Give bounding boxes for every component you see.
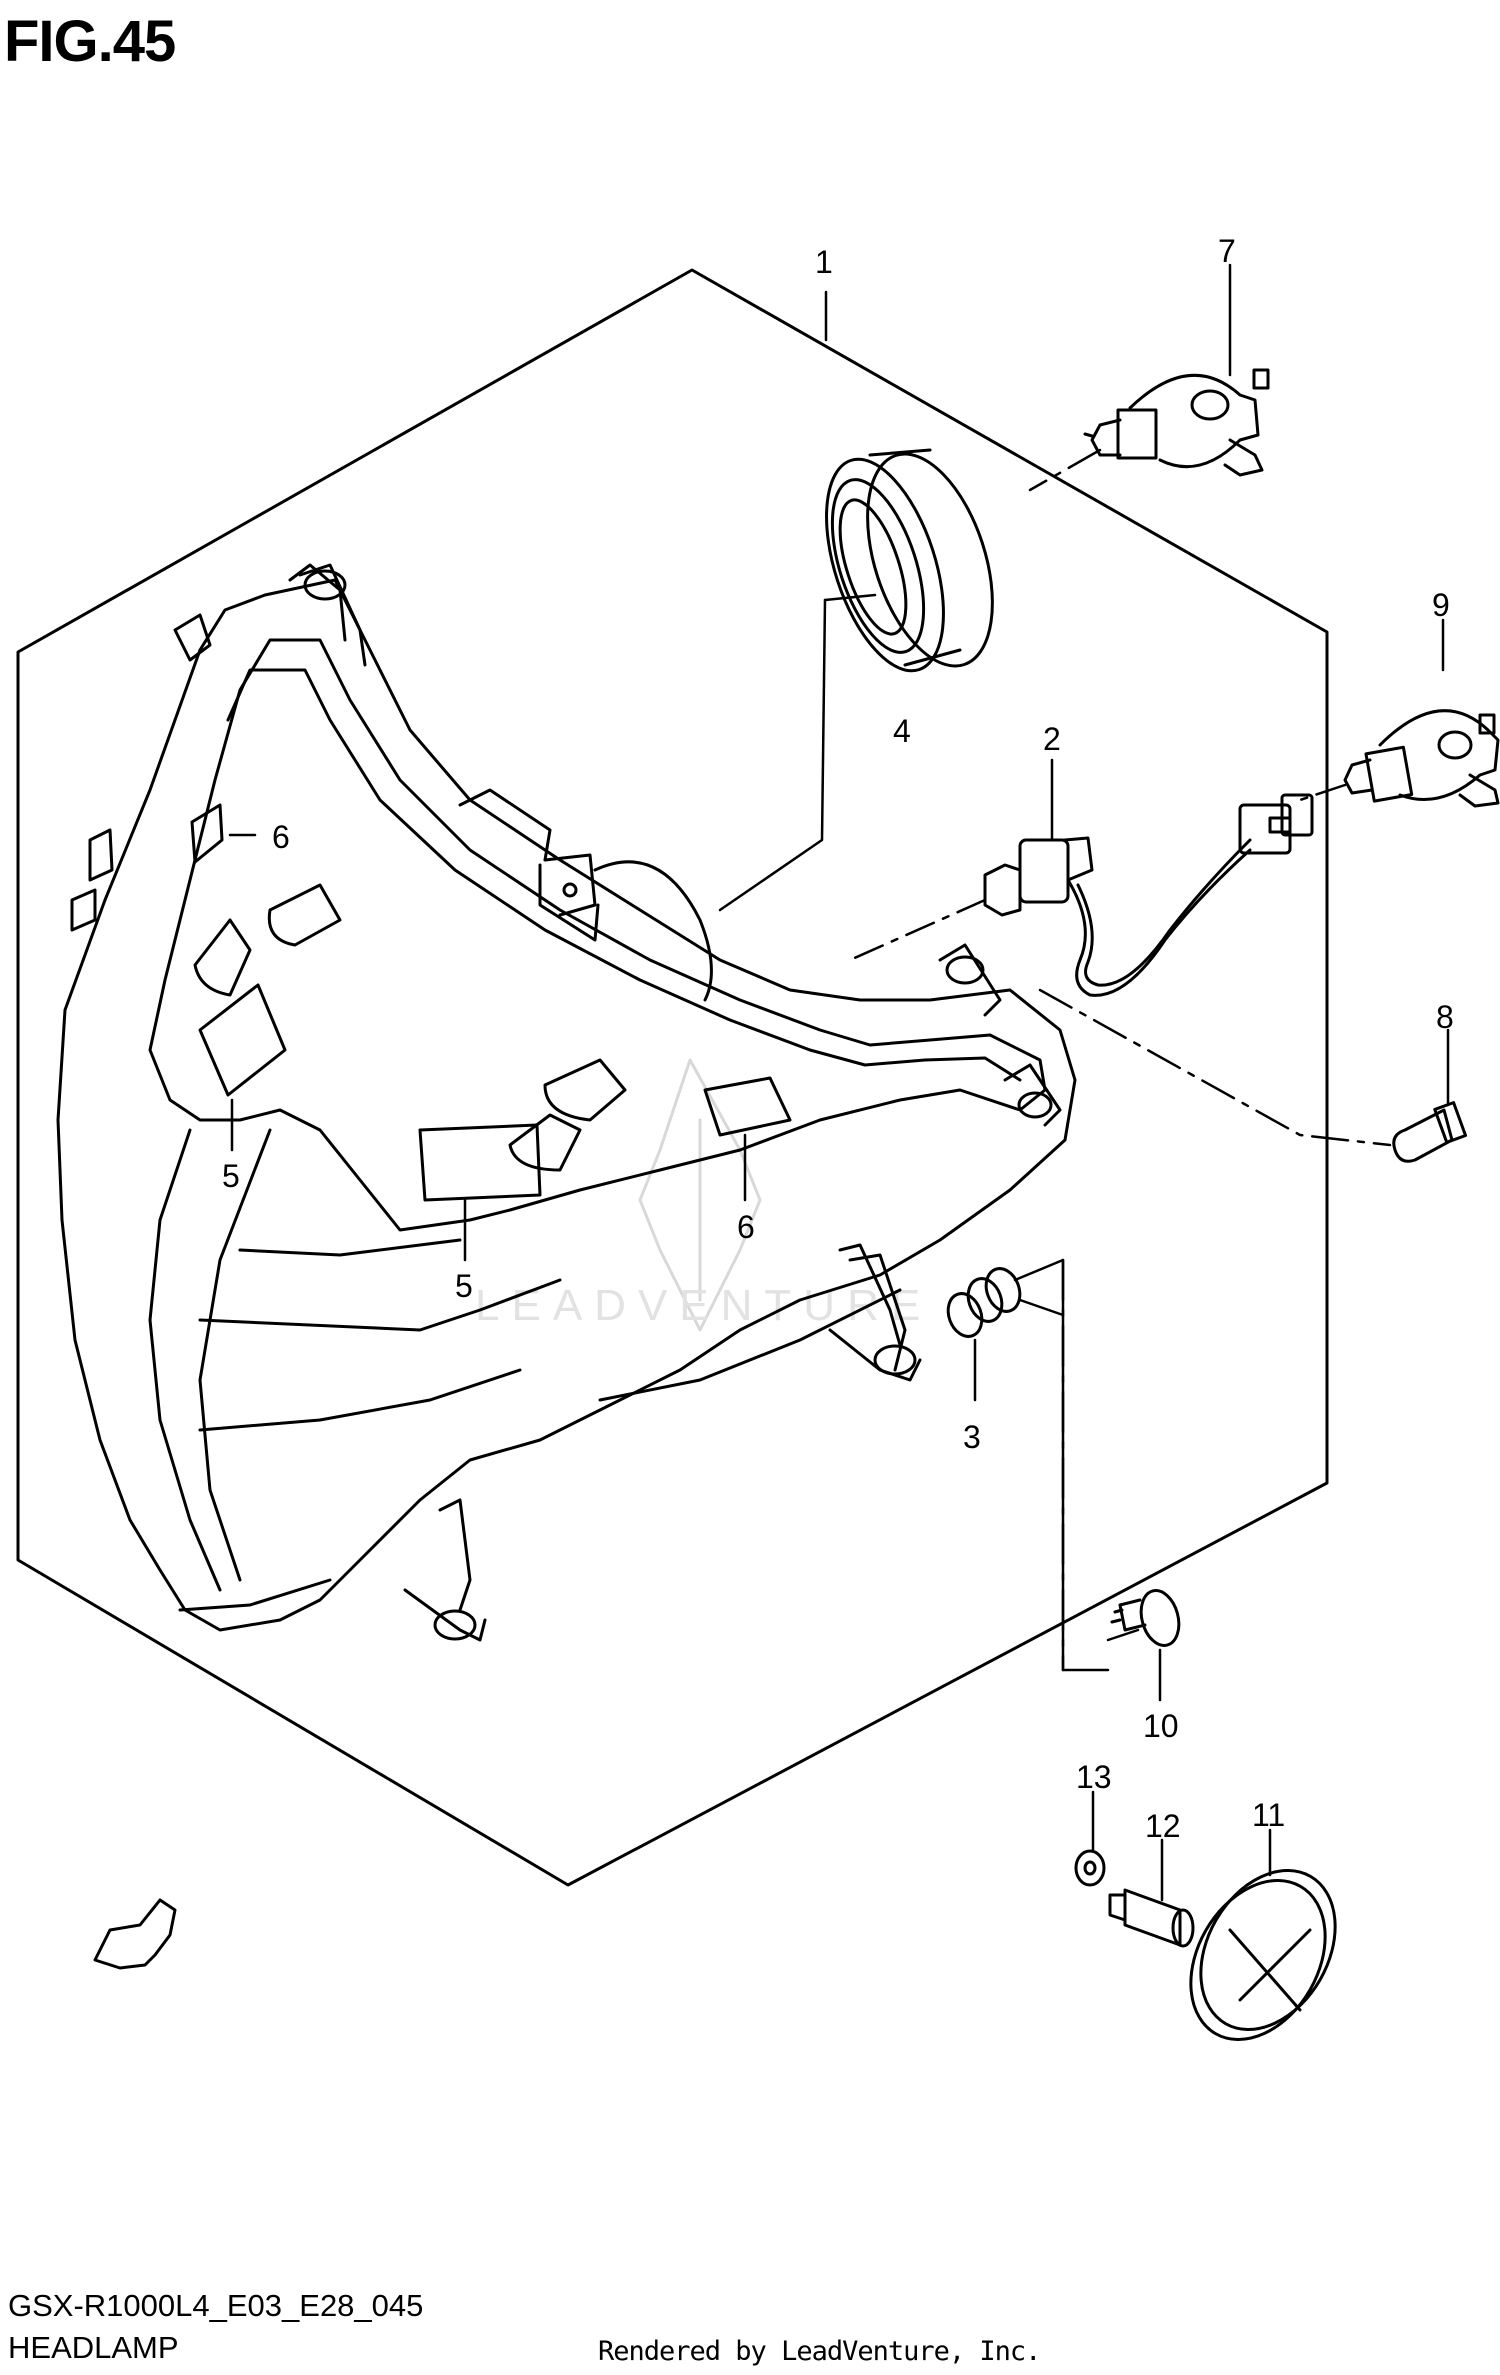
callout-5a: 5	[222, 1158, 240, 1194]
callout-5b: 5	[455, 1268, 473, 1304]
callout-7: 7	[1218, 233, 1236, 269]
sticker-6-right	[703, 1076, 792, 1137]
callout-10: 10	[1143, 1708, 1179, 1744]
render-credit: Rendered by LeadVenture, Inc.	[598, 2336, 1041, 2367]
part-2-socket	[983, 793, 1314, 997]
part-8-bulb	[1392, 1101, 1468, 1163]
part-4-rubber-cap	[825, 448, 994, 673]
part-12-shaft	[1108, 1888, 1195, 1948]
part-11-cover	[1189, 1869, 1337, 2041]
vent-boss-center	[543, 1058, 627, 1122]
callout-1: 1	[815, 244, 833, 280]
assembly-boundary	[16, 268, 1329, 1887]
callout-4: 4	[893, 713, 911, 749]
callout-12: 12	[1145, 1808, 1181, 1844]
part-3-grommet	[946, 1267, 1022, 1338]
callout-6a: 6	[272, 819, 290, 855]
fwd-arrow	[93, 1898, 177, 1970]
headlamp-housing	[56, 563, 1077, 1642]
sticker-5-left	[198, 983, 287, 1097]
callout-3: 3	[963, 1419, 981, 1455]
part-7-bulb	[1083, 368, 1270, 477]
fig-title: FIG.45	[4, 9, 176, 74]
sticker-5-center	[418, 1123, 542, 1202]
sticker-6-left	[190, 803, 224, 864]
callout-8: 8	[1436, 999, 1454, 1035]
callout-11: 11	[1252, 1797, 1285, 1833]
part-9-bulb	[1343, 709, 1500, 808]
leader-lines	[228, 263, 1450, 1902]
model-code: GSX-R1000L4_E03_E28_045	[8, 2288, 424, 2323]
vent-boss-left	[193, 918, 252, 997]
callout-2: 2	[1043, 721, 1061, 757]
callout-6b: 6	[737, 1209, 755, 1245]
callout-13: 13	[1076, 1759, 1112, 1795]
part-13-washer	[1074, 1849, 1106, 1887]
vent-boss-lower	[508, 1113, 582, 1172]
vent-boss-upper	[267, 883, 342, 947]
section-name: HEADLAMP	[8, 2330, 179, 2365]
part-10-screw	[1110, 1589, 1181, 1647]
watermark-text: LEADVENTURE	[475, 1281, 932, 1330]
watermark-logo	[638, 1058, 762, 1332]
callout-9: 9	[1432, 587, 1450, 623]
